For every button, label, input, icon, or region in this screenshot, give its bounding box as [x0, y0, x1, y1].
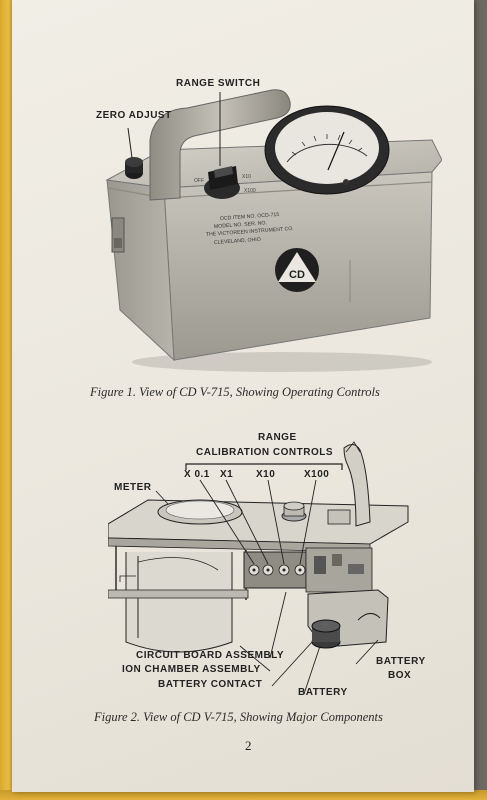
- nameplate-line-1: OCD ITEM NO. OCD-715: [220, 212, 280, 222]
- figure-1: OFF X10 X100 OCD ITEM NO. OCD-715 MODEL: [96, 70, 442, 380]
- svg-text:X100: X100: [244, 188, 256, 194]
- label-x10: X10: [256, 469, 276, 480]
- label-range: RANGE: [258, 432, 297, 443]
- label-calibration-controls: CALIBRATION CONTROLS: [196, 447, 334, 458]
- svg-text:X10: X10: [242, 174, 251, 180]
- circuit-board: [108, 589, 249, 599]
- label-x100: X100: [304, 469, 330, 480]
- page-number: 2: [245, 738, 252, 753]
- book-cover-edge: [0, 790, 487, 800]
- label-range-switch: RANGE SWITCH: [176, 78, 261, 89]
- label-battery-contact: BATTERY CONTACT: [158, 679, 263, 690]
- figure-1-leaders: [127, 92, 221, 166]
- book-binding: [0, 0, 14, 800]
- book-page: OFF X10 X100 OCD ITEM NO. OCD-715 MODEL: [12, 0, 474, 792]
- label-zero-adjust: ZERO ADJUST: [96, 110, 172, 121]
- nameplate-line-4: CLEVELAND, OHIO: [214, 237, 261, 246]
- label-battery-box-line-1: BATTERY: [376, 656, 426, 667]
- label-x01: X 0.1: [184, 469, 210, 480]
- carry-handle: [149, 89, 291, 201]
- svg-text:OFF: OFF: [194, 178, 204, 184]
- label-battery-box-line-2: BOX: [388, 670, 412, 681]
- logo-text: CD: [289, 269, 305, 281]
- label-battery: BATTERY: [298, 687, 348, 698]
- label-meter: METER: [114, 482, 152, 493]
- figure-1-caption: Figure 1. View of CD V-715, Showing Oper…: [90, 385, 380, 399]
- label-circuit-board-assembly: CIRCUIT BOARD ASSEMBLY: [136, 650, 285, 661]
- label-x1: X1: [220, 469, 234, 480]
- figure-2: RANGE CALIBRATION CONTROLS X 0.1 X1 X10 …: [108, 430, 438, 700]
- figure-1-illustration: OFF X10 X100 OCD ITEM NO. OCD-715 MODEL: [105, 89, 442, 372]
- figure-2-caption: Figure 2. View of CD V-715, Showing Majo…: [94, 710, 383, 724]
- figure-2-illustration: [108, 441, 409, 695]
- nameplate-line-2: MODEL NO. SER. NO.: [214, 220, 267, 230]
- label-ion-chamber-assembly: ION CHAMBER ASSEMBLY: [122, 664, 261, 675]
- ion-chamber: [125, 552, 233, 653]
